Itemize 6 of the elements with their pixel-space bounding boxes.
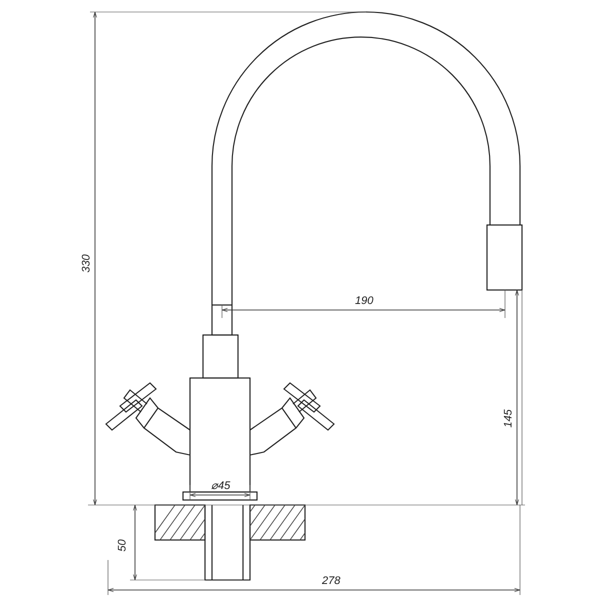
dimension-label: 190 [355, 296, 374, 307]
dimension-label: 278 [322, 576, 340, 587]
dimension-label: 145 [504, 409, 515, 428]
dimension-label: 330 [82, 254, 93, 273]
dimension-label: ⌀45 [211, 481, 230, 492]
dimension-label: 50 [118, 539, 129, 552]
